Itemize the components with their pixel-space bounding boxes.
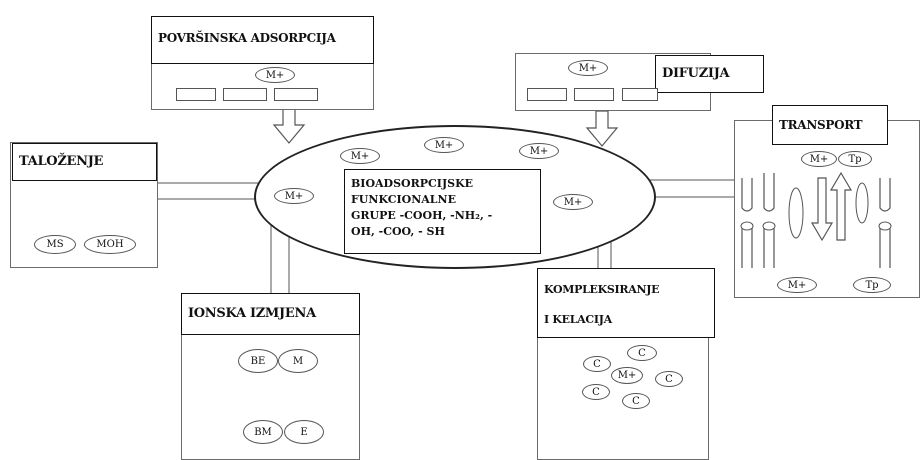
talozenje-label: TALOŽENJE — [12, 143, 157, 181]
center-metal-ion-5: M+ — [553, 194, 593, 210]
adsorpcija-surface-block-1 — [176, 88, 216, 101]
ionska-label: IONSKA IZMJENA — [181, 293, 360, 335]
center-metal-ion-4: M+ — [274, 188, 314, 204]
ionska-m: M — [278, 349, 318, 373]
talozenje-moh: MOH — [84, 235, 136, 254]
membrane-lipid-2 — [741, 228, 753, 268]
difuzija-block-2 — [574, 88, 614, 101]
membrane-lipid-4 — [763, 228, 775, 268]
chelate-c-5: C — [622, 393, 650, 409]
membrane-lipid-5 — [879, 178, 891, 212]
difuzija-label: DIFUZIJA — [655, 55, 764, 93]
functional-groups-line-1: BIOADSORPCIJSKE — [351, 177, 474, 190]
adsorpcija-metal-ion: M+ — [255, 67, 295, 83]
chelate-c-4: C — [582, 384, 610, 400]
membrane-head-2 — [762, 221, 776, 231]
chelate-c-3: C — [655, 371, 683, 387]
functional-groups-label: BIOADSORPCIJSKE FUNKCIONALNE GRUPE -COOH… — [344, 169, 541, 254]
ionska-e: E — [284, 420, 324, 444]
center-metal-ion-2: M+ — [424, 137, 464, 153]
functional-groups-line-4: OH, -COO, - SH — [351, 225, 445, 238]
transport-metal-ion-top: M+ — [801, 151, 837, 167]
channel-protein-2 — [855, 182, 869, 224]
transport-arrow-down — [810, 177, 834, 242]
adsorpcija-surface-block-3 — [274, 88, 318, 101]
membrane-lipid-6 — [879, 228, 891, 268]
arrow-difuzija-down — [585, 110, 619, 147]
membrane-head-3 — [878, 221, 892, 231]
transport-tp-top: Tp — [838, 151, 872, 167]
ionska-bm: BM — [243, 420, 283, 444]
center-metal-ion-3: M+ — [519, 143, 559, 159]
transport-metal-ion-bottom: M+ — [777, 277, 817, 293]
transport-arrow-up — [829, 171, 853, 241]
talozenje-ms: MS — [34, 235, 76, 254]
ionska-be: BE — [238, 349, 278, 373]
chelate-c-1: C — [627, 345, 657, 361]
chelate-c-2: C — [583, 356, 611, 372]
membrane-lipid-1 — [741, 178, 753, 212]
transport-membrane — [740, 171, 892, 268]
kompleksiranje-label: KOMPLEKSIRANJE I KELACIJA — [537, 268, 715, 338]
membrane-head-1 — [740, 221, 754, 231]
difuzija-block-3 — [622, 88, 658, 101]
kompleksiranje-line-1: KOMPLEKSIRANJE — [544, 283, 660, 296]
channel-protein-1 — [788, 187, 804, 239]
kompleksiranje-line-2: I KELACIJA — [544, 313, 612, 326]
functional-groups-line-3: GRUPE -COOH, -NH₂, - — [351, 209, 493, 222]
center-metal-ion-1: M+ — [340, 148, 380, 164]
arrow-adsorpcija-down — [272, 108, 306, 144]
difuzija-metal-ion: M+ — [568, 60, 608, 76]
adsorpcija-surface-block-2 — [223, 88, 267, 101]
difuzija-block-1 — [527, 88, 567, 101]
membrane-lipid-3 — [763, 173, 775, 212]
transport-label: TRANSPORT — [772, 105, 888, 145]
adsorpcija-label: POVRŠINSKA ADSORPCIJA — [151, 16, 374, 64]
transport-tp-bottom: Tp — [853, 277, 891, 293]
functional-groups-line-2: FUNKCIONALNE — [351, 193, 456, 206]
chelate-metal-ion: M+ — [611, 367, 643, 384]
